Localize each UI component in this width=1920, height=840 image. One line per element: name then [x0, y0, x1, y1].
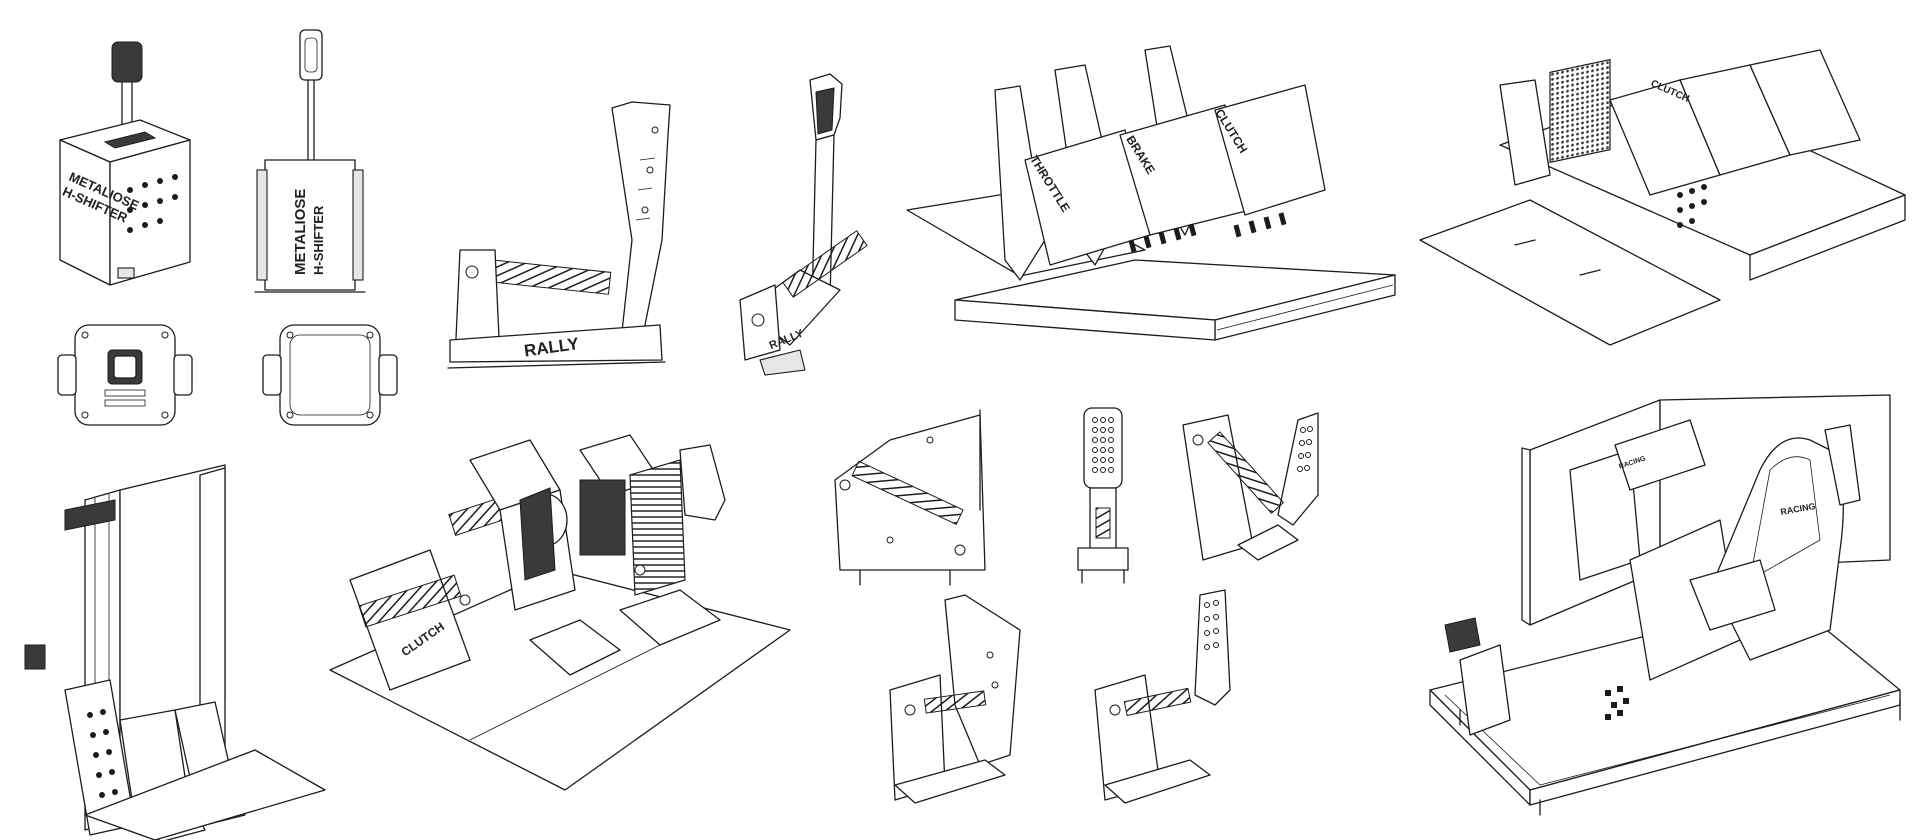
- shifter-knob-side: [299, 29, 323, 81]
- single-pedal-isometric-drawing: [1182, 412, 1319, 561]
- handbrake-spring: [478, 258, 612, 295]
- single-pedal-side-view-drawing: [834, 409, 986, 586]
- h-shifter-bottom-view-drawing: [262, 324, 398, 426]
- h-shifter-isometric-drawing: METALIOSE H-SHIFTER: [59, 41, 191, 286]
- single-pedal-mount-isometric-drawing: [889, 594, 1021, 804]
- inverted-pedal-frame-drawing: [24, 464, 326, 840]
- pedal-mesh-plate: [1549, 58, 1611, 164]
- handbrake-side-view-drawing: RALLY: [447, 101, 671, 369]
- shifter-model-front-text: H-SHIFTER: [311, 205, 326, 275]
- active-motor-pedal-set-drawing: CLUTCH: [329, 434, 791, 791]
- h-shifter-top-view-drawing: [57, 324, 193, 426]
- handbrake-isometric-drawing: RALLY: [739, 73, 868, 376]
- handbrake-lever: [611, 101, 671, 351]
- full-simulator-cockpit-drawing: RACING RACING: [1429, 394, 1901, 816]
- h-shifter-side-view-drawing: METALIOSE H-SHIFTER: [254, 29, 366, 293]
- single-pedal-front-view-drawing: [1077, 407, 1129, 584]
- shifter-brand-front-text: METALIOSE: [292, 189, 309, 275]
- triple-pedal-set-rear-isometric-drawing: CLUTCH: [1419, 49, 1906, 346]
- shifter-knob: [111, 41, 143, 83]
- triple-pedal-set-isometric-drawing: THROTTLE BRAKE CLUTCH: [906, 45, 1396, 341]
- single-pedal-mount-front-isometric-drawing: [1094, 589, 1231, 804]
- handbrake-iso-spring: [782, 230, 868, 298]
